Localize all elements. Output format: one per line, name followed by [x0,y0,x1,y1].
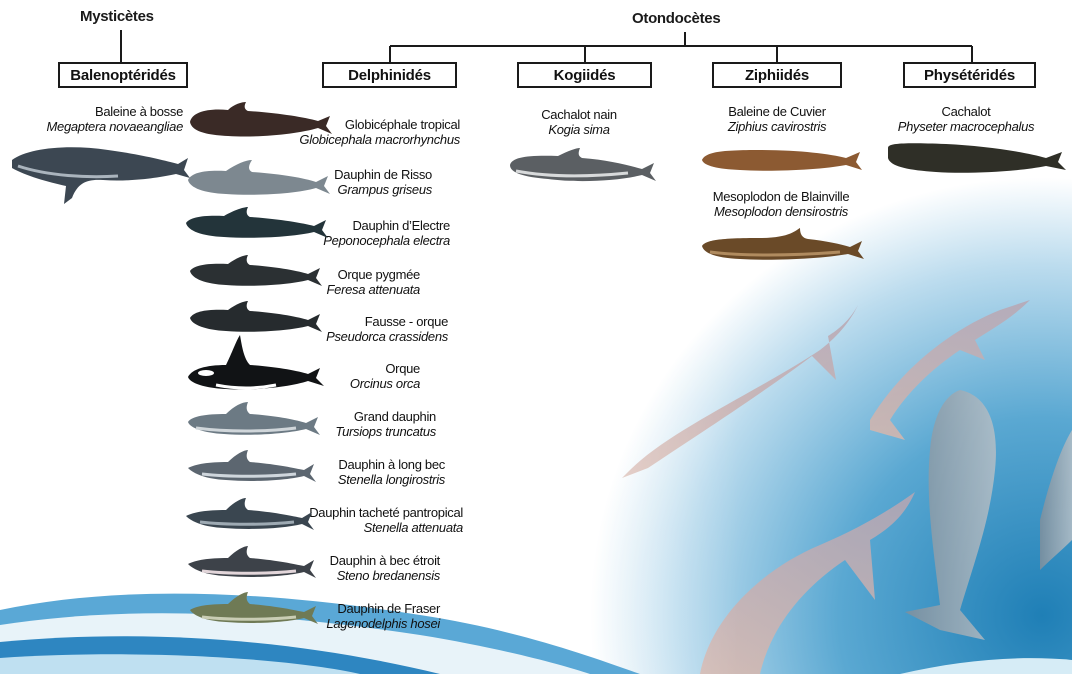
family-ziphiides: Ziphiidés [712,62,842,88]
latin-name: Kogia sima [541,122,617,137]
bec-etroit-dolphin-illustration [188,542,318,584]
grand-dauphin-illustration [186,398,321,443]
orque-illustration [186,333,326,401]
family-balenopterides: Balenoptéridés [58,62,188,88]
latin-name: Ziphius cavirostris [728,119,826,134]
latin-name: Megaptera novaeangliae [28,119,183,134]
family-kogiides: Kogiidés [517,62,652,88]
species-blainville: Mesoplodon de Blainville Mesoplodon dens… [713,189,850,219]
common-name: Mesoplodon de Blainville [713,189,850,204]
globicephale-illustration [188,100,333,145]
cuvier-whale-illustration [700,138,864,178]
family-delphinides: Delphinidés [322,62,457,88]
tachete-dolphin-illustration [186,494,316,536]
electre-dolphin-illustration [184,205,329,245]
latin-name: Physeter macrocephalus [898,119,1034,134]
cachalot-illustration [886,138,1070,182]
long-bec-dolphin-illustration [188,446,318,488]
family-physeterides: Physétéridés [903,62,1036,88]
species-cuvier: Baleine de Cuvier Ziphius cavirostris [728,104,826,134]
mysticetes-title: Mysticètes [80,8,154,25]
common-name: Baleine de Cuvier [728,104,826,119]
common-name: Cachalot nain [541,107,617,122]
fausse-orque-illustration [188,298,323,338]
species-cachalot: Cachalot Physeter macrocephalus [898,104,1034,134]
cachalot-nain-illustration [508,145,658,189]
orque-pygmee-illustration [188,253,323,293]
fraser-dolphin-illustration [188,588,320,630]
species-cachalot-nain: Cachalot nain Kogia sima [541,107,617,137]
latin-name: Mesoplodon densirostris [713,204,850,219]
common-name: Cachalot [898,104,1034,119]
odontocetes-title: Otondocètes [632,10,720,27]
species-baleine-a-bosse: Baleine à bosse Megaptera novaeangliae [28,104,183,134]
risso-dolphin-illustration [186,158,331,203]
humpback-whale-illustration [8,138,190,208]
blainville-mesoplodon-illustration [700,226,866,268]
common-name: Baleine à bosse [28,104,183,119]
